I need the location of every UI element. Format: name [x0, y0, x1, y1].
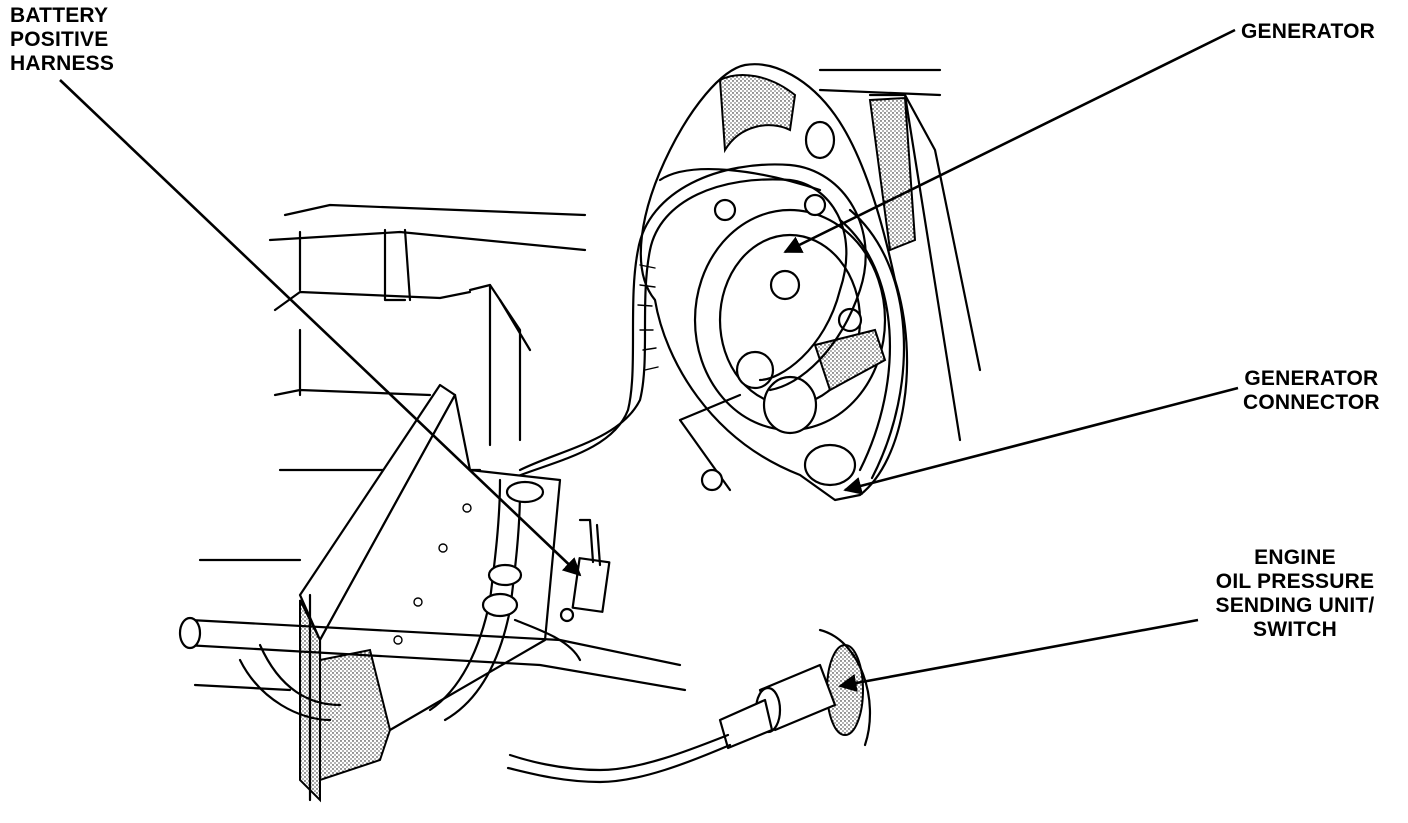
label-line: SWITCH: [1252, 618, 1338, 641]
leader-generator-connector: [843, 386, 1239, 495]
label-line: HARNESS: [10, 52, 115, 75]
engine-block: [268, 68, 942, 472]
leader-lines: [59, 28, 1239, 692]
generator-connector-label: GENERATOR CONNECTOR: [1243, 367, 1380, 415]
engine-oil-pressure-sending-unit-label: ENGINE OIL PRESSURE SENDING UNIT/ SWITCH: [1200, 546, 1390, 642]
leader-oil-pressure: [838, 618, 1199, 692]
angle-bracket: [298, 383, 562, 803]
oil-pressure-sender: [506, 628, 872, 784]
battery-connector: [559, 518, 611, 623]
generator-harness-wire: [506, 163, 906, 482]
label-line: POSITIVE: [10, 28, 109, 51]
label-line: ENGINE: [1254, 546, 1336, 569]
generator-label: GENERATOR: [1241, 20, 1375, 44]
generator: [639, 63, 909, 502]
label-line: GENERATOR: [1244, 367, 1379, 390]
battery-positive-harness-label: BATTERY POSITIVE HARNESS: [10, 4, 114, 76]
label-line: BATTERY: [10, 4, 109, 27]
battery-harness: [428, 478, 582, 722]
label-line: CONNECTOR: [1243, 391, 1380, 414]
label-line: SENDING UNIT/: [1215, 594, 1375, 617]
generator-bracket: [868, 93, 982, 442]
leader-battery: [59, 79, 582, 577]
label-line: GENERATOR: [1241, 20, 1376, 43]
label-line: OIL PRESSURE: [1215, 570, 1375, 593]
leader-generator: [783, 28, 1236, 254]
